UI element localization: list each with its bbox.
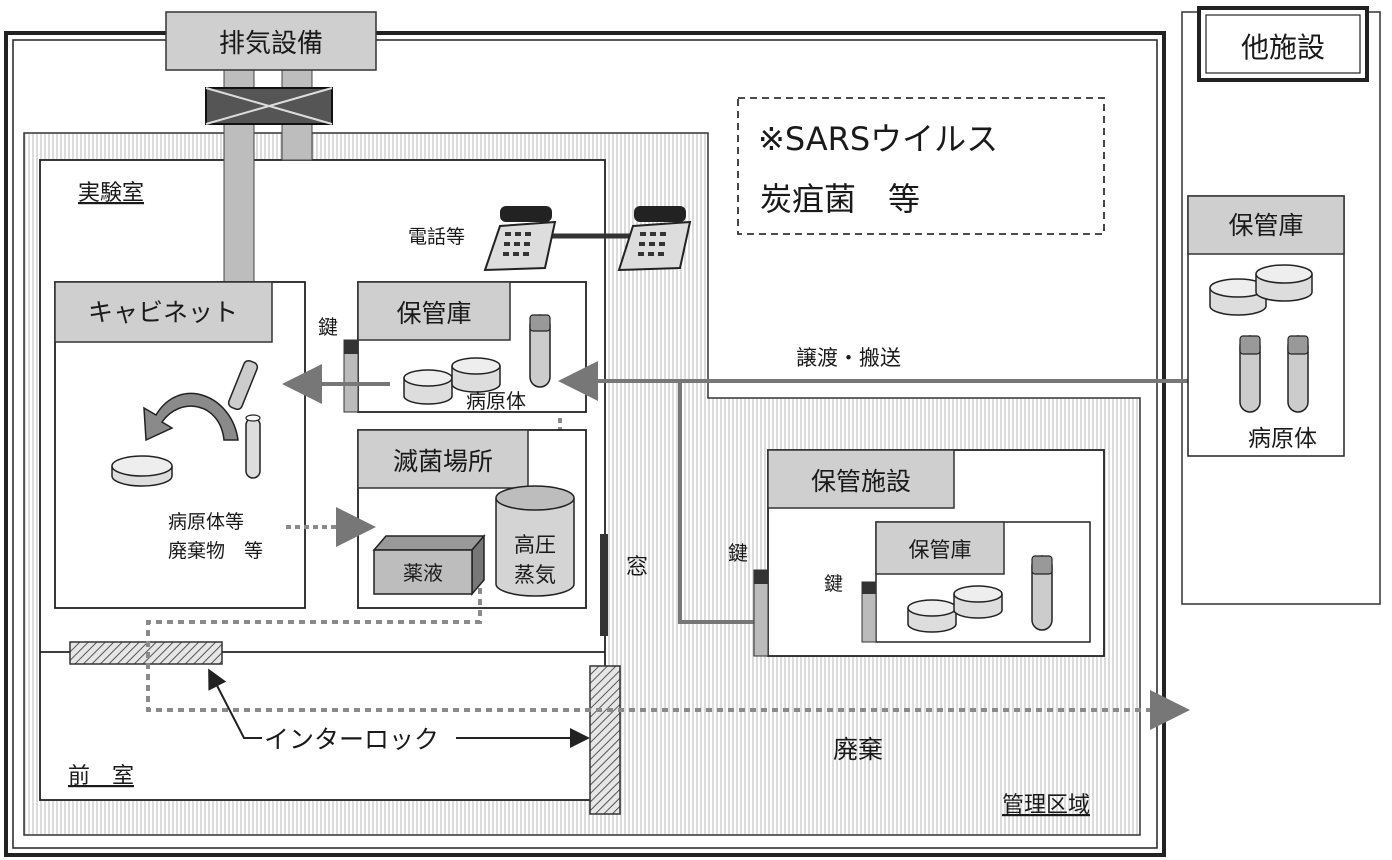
- other-storage-label: 保管庫: [1228, 211, 1303, 240]
- transfer-label: 譲渡・搬送: [796, 346, 901, 370]
- autoclave-line1: 高圧: [514, 533, 556, 557]
- transfer-branch: [678, 381, 766, 624]
- pathogen-lab-label: 病原体: [466, 389, 526, 413]
- cabinet-title-box: [54, 281, 273, 343]
- pathogen-other-label: 病原体: [1248, 426, 1317, 452]
- facility-storage-label: 保管庫: [909, 538, 972, 562]
- telephone-label: 電話等: [408, 226, 465, 248]
- telephone-icon-2: [617, 206, 692, 272]
- test-tube-lab-icon: [529, 314, 551, 388]
- test-tube-icon: [245, 414, 261, 479]
- test-tube-facility-icon: [1031, 555, 1053, 631]
- window-mark: [600, 534, 608, 636]
- storage-facility-label: 保管施設: [811, 467, 911, 496]
- disposal-path: [146, 588, 1190, 730]
- pipette-icon: [227, 359, 259, 411]
- key-label-facility: 鍵: [728, 541, 748, 565]
- disposal-label: 廃棄: [833, 735, 883, 764]
- petri-dish-facility-icon: [907, 585, 1003, 633]
- note-line1: ※SARSウイルス: [758, 120, 998, 158]
- autoclave-line2: 蒸気: [514, 563, 556, 587]
- other-storage-title-box: [1187, 195, 1345, 255]
- sterilization-label: 滅菌場所: [393, 447, 493, 476]
- outer-frame-inner: [12, 39, 1158, 849]
- storage-facility-title-box: [767, 449, 955, 509]
- exhaust-label: 排気設備: [219, 29, 323, 59]
- petri-dish-icon: [111, 455, 173, 487]
- key-label-inner: 鍵: [824, 573, 843, 595]
- note-line2: 炭疽菌 等: [760, 180, 920, 218]
- lab-storage-lock: [344, 340, 358, 354]
- lab-room-label: 実験室: [78, 181, 144, 206]
- sterilization-title-box: [357, 429, 529, 489]
- waste-line2: 廃棄物 等: [168, 540, 263, 562]
- interlock-label: インターロック: [264, 725, 439, 754]
- anteroom-label: 前 室: [68, 764, 134, 789]
- petri-dish-other-icon: [1209, 264, 1313, 316]
- chemical-box-icon: [372, 533, 486, 597]
- waste-line1: 病原体等: [168, 511, 244, 533]
- lab-storage-title-box: [357, 281, 511, 341]
- interlock-door-side: [589, 665, 621, 815]
- window-label: 窓: [626, 555, 648, 580]
- interlock-arrow-up: [208, 668, 262, 739]
- other-facility-title-inner: [1205, 14, 1361, 74]
- controlled-area-label: 管理区域: [1002, 793, 1090, 818]
- facility-storage-title-box: [875, 521, 1005, 575]
- telephone-icon: [483, 206, 557, 272]
- exhaust-filter-cross: [205, 87, 333, 125]
- chemical-label: 薬液: [403, 561, 443, 585]
- petri-dish-lab-icon: [403, 357, 501, 405]
- autoclave-icon: [495, 485, 575, 597]
- note-box: [737, 97, 1105, 235]
- exhaust-box: [165, 11, 377, 71]
- storage-facility-lock: [754, 570, 768, 584]
- cabinet-label: キャビネット: [88, 298, 238, 327]
- key-label-lab: 鍵: [318, 315, 338, 339]
- other-facility-label: 他施設: [1241, 31, 1325, 64]
- other-facility-title-box: [1197, 6, 1369, 82]
- facility-storage-lock: [862, 582, 876, 594]
- test-tubes-other-icon: [1239, 335, 1309, 413]
- lab-storage-label: 保管庫: [396, 299, 471, 328]
- curved-arrow-icon: [143, 392, 239, 442]
